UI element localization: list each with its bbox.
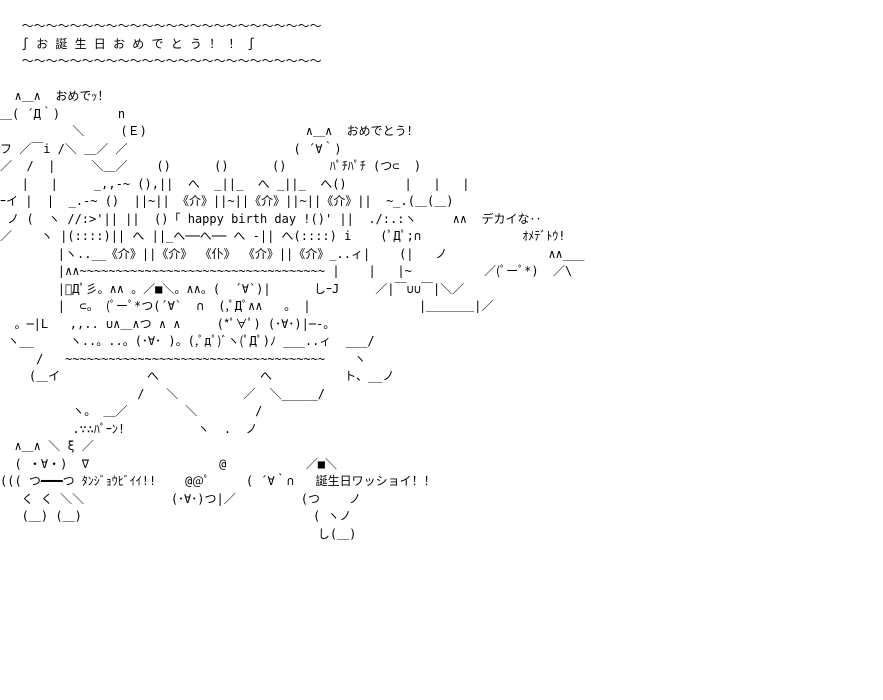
birthday-ascii-art: ～～～～～～～～～～～～～～～～～～～～～～～～～ ∫ お 誕 生 日 お め …	[0, 19, 585, 541]
